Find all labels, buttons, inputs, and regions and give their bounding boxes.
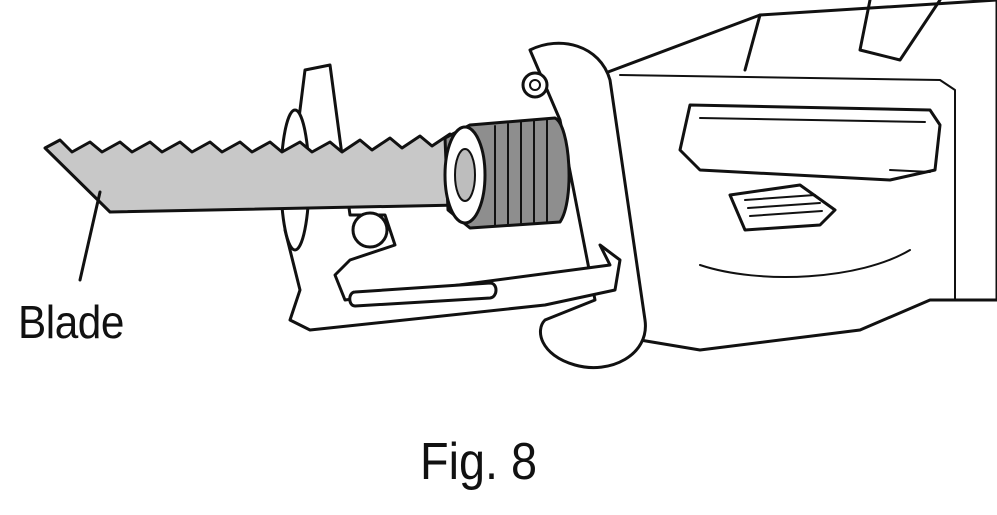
blade-chuck bbox=[443, 116, 571, 230]
tool-body bbox=[598, 0, 997, 352]
saw-blade[interactable] bbox=[43, 132, 462, 214]
figure-caption: Fig. 8 bbox=[420, 433, 538, 491]
blade-label: Blade bbox=[18, 296, 124, 348]
blade-leader-line bbox=[78, 190, 102, 282]
